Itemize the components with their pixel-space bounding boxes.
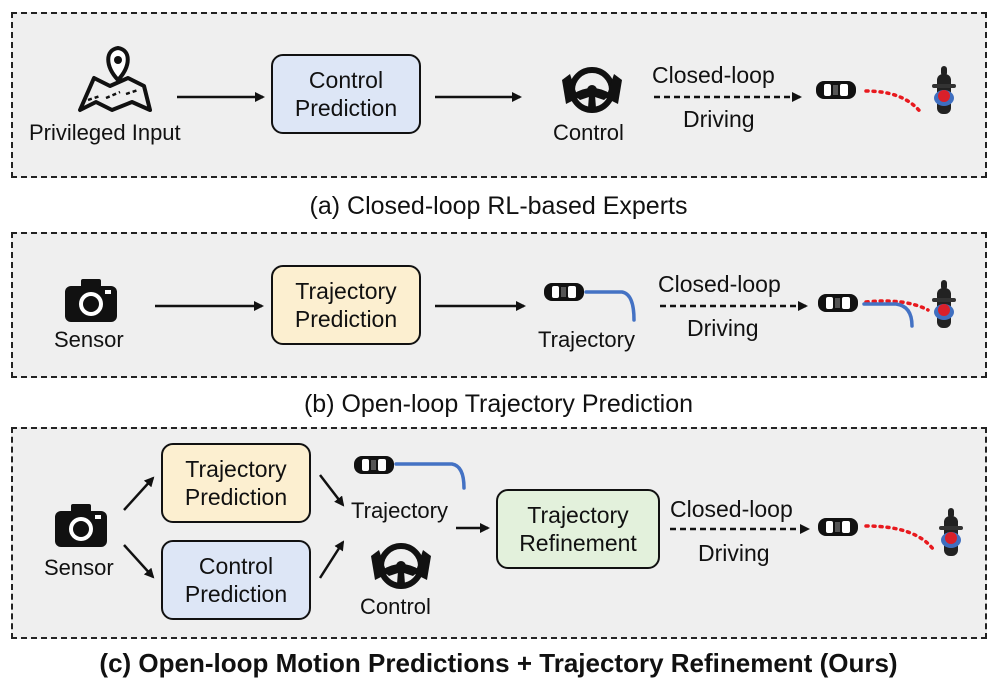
expert-path-c xyxy=(864,524,935,551)
expert-path-a xyxy=(864,89,924,116)
sensor-label-b: Sensor xyxy=(54,327,124,352)
closed-loop-label-b: Closed-loop xyxy=(658,271,781,297)
control-prediction-box-c: Control Prediction xyxy=(161,540,311,620)
car-icon-b xyxy=(818,294,858,312)
camera-icon-b xyxy=(65,279,117,322)
motorcycle-rider-icon-c xyxy=(939,508,963,556)
camera-icon-c xyxy=(55,504,107,547)
driving-label-b: Driving xyxy=(687,315,759,341)
steering-wheel-icon-a xyxy=(562,70,622,110)
trajectory-line-b xyxy=(584,290,636,322)
closed-loop-label-a: Closed-loop xyxy=(652,62,775,88)
control-prediction-box-a: Control Prediction xyxy=(271,54,421,134)
map-pin-icon xyxy=(78,45,152,112)
expert-path-b xyxy=(864,299,930,312)
caption-b: (b) Open-loop Trajectory Prediction xyxy=(303,390,694,418)
motorcycle-rider-icon-a xyxy=(932,66,956,114)
driving-label-a: Driving xyxy=(683,106,755,132)
trajectory-label-b: Trajectory xyxy=(538,327,635,352)
car-icon-c-trajectory xyxy=(354,456,394,474)
trajectory-prediction-box-b: Trajectory Prediction xyxy=(271,265,421,345)
trajectory-line-c xyxy=(394,462,466,490)
car-icon-a xyxy=(816,81,856,99)
steering-wheel-icon-c xyxy=(371,546,431,586)
control-label-a: Control xyxy=(553,120,624,145)
caption-c: (c) Open-loop Motion Predictions + Traje… xyxy=(99,648,898,678)
arrow-sensor-to-traj-c xyxy=(123,476,155,511)
predicted-path-b xyxy=(862,302,914,328)
privileged-input-label: Privileged Input xyxy=(29,120,181,145)
trajectory-prediction-box-c: Trajectory Prediction xyxy=(161,443,311,523)
trajectory-refinement-box: Trajectory Refinement xyxy=(496,489,660,569)
arrow-ctrl-pred-to-ctrl-c xyxy=(318,540,345,579)
motorcycle-rider-icon-b xyxy=(932,280,956,328)
car-icon-c xyxy=(818,518,858,536)
driving-label-c: Driving xyxy=(698,540,770,566)
closed-loop-label-c: Closed-loop xyxy=(670,496,793,522)
arrow-sensor-to-ctrl-c xyxy=(123,544,155,579)
arrow-traj-pred-to-traj-c xyxy=(319,474,345,507)
caption-a: (a) Closed-loop RL-based Experts xyxy=(309,192,688,220)
sensor-label-c: Sensor xyxy=(44,555,114,580)
control-label-c: Control xyxy=(360,594,431,619)
car-icon-b-trajectory xyxy=(544,283,584,301)
trajectory-label-c: Trajectory xyxy=(351,498,448,523)
